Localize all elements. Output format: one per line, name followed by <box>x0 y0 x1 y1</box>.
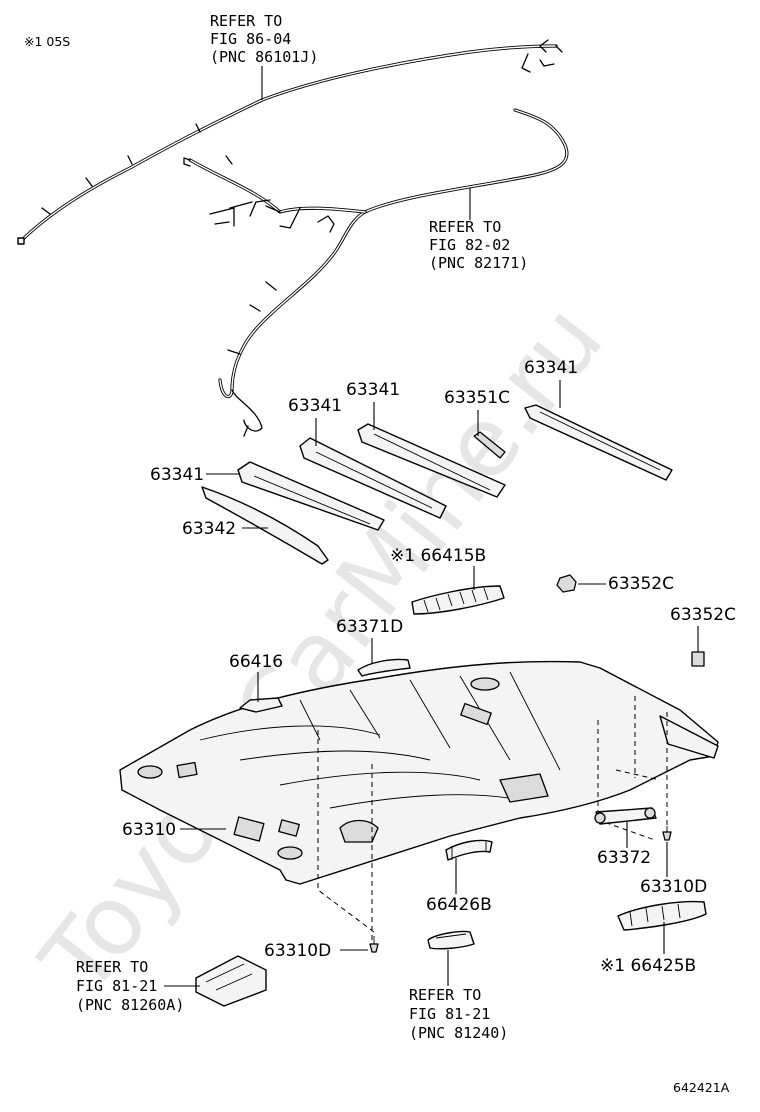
component-66415B <box>411 585 505 615</box>
clip-63352C-lower <box>691 651 705 667</box>
svg-text:※1 66425B: ※1 66425B <box>600 956 696 976</box>
main-wire-harness <box>183 108 569 437</box>
header-note: ※1 05S <box>24 34 70 49</box>
part-label-66426B: 66426B <box>426 858 492 915</box>
part-label-66416: 66416 <box>229 652 283 702</box>
ref-86101J: REFER TO FIG 86-04 (PNC 86101J) <box>210 12 318 100</box>
part-label-63371D: 63371D <box>336 617 403 664</box>
part-label-66415B: ※1 66415B <box>390 546 486 590</box>
svg-text:63341: 63341 <box>288 396 342 416</box>
part-label-63310: 63310 <box>122 820 226 840</box>
svg-text:REFER TO: REFER TO <box>210 12 282 30</box>
svg-text:FIG 86-04: FIG 86-04 <box>210 30 291 48</box>
figure-code: 642421A <box>673 1080 730 1095</box>
part-label-63351C: 63351C <box>444 388 510 436</box>
component-66416 <box>239 697 283 713</box>
svg-text:REFER TO: REFER TO <box>76 958 148 976</box>
svg-text:63371D: 63371D <box>336 617 403 637</box>
svg-text:FIG 82-02: FIG 82-02 <box>429 236 510 254</box>
svg-text:63351C: 63351C <box>444 388 510 408</box>
svg-text:63352C: 63352C <box>670 605 736 625</box>
part-label-63341-mid1: 63341 <box>288 396 342 446</box>
svg-text:63310: 63310 <box>122 820 176 840</box>
part-label-66425B: ※1 66425B <box>600 922 696 976</box>
svg-text:63372: 63372 <box>597 848 651 868</box>
svg-text:66416: 66416 <box>229 652 283 672</box>
component-66425B <box>617 900 707 931</box>
part-label-63341-rear: 63341 <box>524 358 578 408</box>
svg-text:(PNC 81260A): (PNC 81260A) <box>76 996 184 1014</box>
svg-text:63310D: 63310D <box>264 941 331 961</box>
ref-82171: REFER TO FIG 82-02 (PNC 82171) <box>429 188 528 272</box>
svg-text:(PNC 82171): (PNC 82171) <box>429 254 528 272</box>
part-label-63372: 63372 <box>597 822 651 868</box>
svg-text:63341: 63341 <box>346 380 400 400</box>
component-63372 <box>594 807 657 825</box>
svg-text:63310D: 63310D <box>640 877 707 897</box>
svg-text:(PNC 86101J): (PNC 86101J) <box>210 48 318 66</box>
clip-63352C-upper <box>556 574 577 593</box>
svg-text:FIG 81-21: FIG 81-21 <box>409 1005 490 1023</box>
svg-text:66426B: 66426B <box>426 895 492 915</box>
svg-text:FIG 81-21: FIG 81-21 <box>76 977 157 995</box>
room-lamp-81240 <box>427 930 475 950</box>
part-label-63342: 63342 <box>182 519 268 539</box>
pad-63341-rear <box>524 404 673 481</box>
part-label-63310D-right: 63310D <box>640 842 707 897</box>
headliner-63310 <box>119 660 719 885</box>
svg-text:63341: 63341 <box>150 465 204 485</box>
screw-63310D-right <box>662 826 672 841</box>
roof-wire-harness <box>17 39 563 245</box>
part-label-63352C-upper: 63352C <box>578 574 674 594</box>
svg-text:(PNC 81240): (PNC 81240) <box>409 1024 508 1042</box>
component-66426B <box>445 839 493 861</box>
map-lamp-81260A <box>195 955 267 1007</box>
ref-81260A: REFER TO FIG 81-21 (PNC 81260A) <box>76 958 200 1014</box>
ref-81240: REFER TO FIG 81-21 (PNC 81240) <box>409 950 508 1042</box>
svg-text:63341: 63341 <box>524 358 578 378</box>
svg-text:REFER TO: REFER TO <box>429 218 501 236</box>
roof-silencer-pads <box>201 404 673 565</box>
screw-63310D-left <box>369 936 379 953</box>
svg-text:63352C: 63352C <box>608 574 674 594</box>
component-63371D <box>357 658 411 677</box>
part-label-63352C-lower: 63352C <box>670 605 736 652</box>
part-label-63310D-left: 63310D <box>264 941 368 961</box>
svg-text:※1 66415B: ※1 66415B <box>390 546 486 566</box>
part-label-63341-front: 63341 <box>150 465 240 485</box>
watermark: ToyotaCarMine.ru <box>19 284 624 1015</box>
part-label-63341-mid2: 63341 <box>346 380 400 430</box>
svg-text:REFER TO: REFER TO <box>409 986 481 1004</box>
svg-text:63342: 63342 <box>182 519 236 539</box>
